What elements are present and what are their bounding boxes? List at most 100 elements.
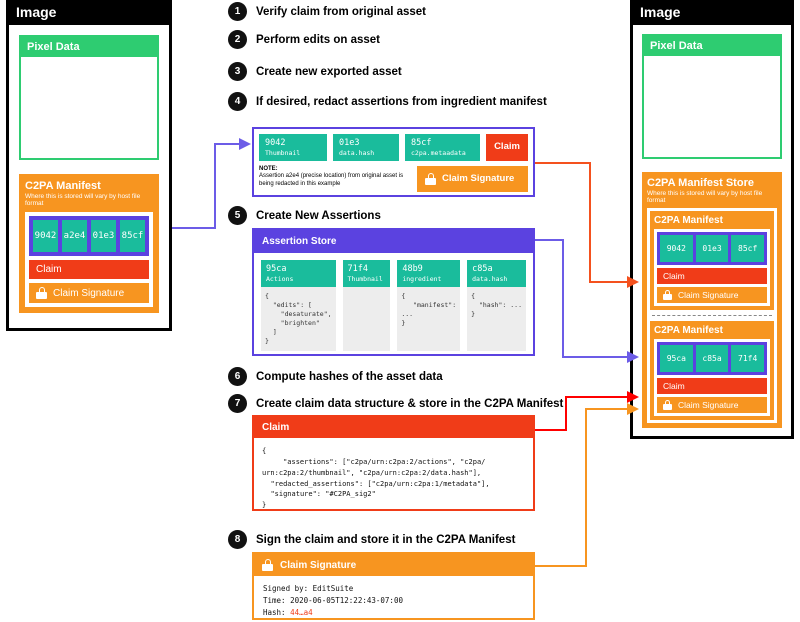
assertion-card-48b9: 48b9 ingredient { "manifest": ... } <box>397 260 461 352</box>
assertion-id: 48b9 <box>402 264 423 274</box>
right-manifest-2: C2PA Manifest 95ca c85a 71f4 Claim Claim… <box>650 321 774 420</box>
step-7: 7 Create claim data structure & store in… <box>228 394 563 413</box>
left-pixel-data-box: Pixel Data <box>19 35 159 160</box>
assertion-sub: Thumbnail <box>347 274 383 283</box>
signature-block-head: Claim Signature <box>254 554 533 576</box>
left-image-panel: Image Pixel Data C2PA Manifest Where thi… <box>6 0 172 331</box>
right-manifest-2-title: C2PA Manifest <box>654 325 723 336</box>
claim-block-title: Claim <box>254 417 533 438</box>
assertion-chip: 9042 <box>660 235 693 262</box>
right-pixel-data-area <box>644 56 780 156</box>
assertion-store-title: Assertion Store <box>254 230 533 253</box>
assertion-id: 71f4 <box>347 264 369 274</box>
step-4-label: If desired, redact assertions from ingre… <box>256 95 547 108</box>
assertion-store-block: Assertion Store 95ca Actions { "edits": … <box>252 228 535 356</box>
assertion-chip: 85cf <box>731 235 765 262</box>
step-6-number: 6 <box>228 367 247 386</box>
right-claim-signature-1: Claim Signature <box>657 287 767 303</box>
step-8-number: 8 <box>228 530 247 549</box>
right-signature-label-1: Claim Signature <box>678 290 739 300</box>
step-7-label: Create claim data structure & store in t… <box>256 397 564 410</box>
assertion-id: 85cf <box>411 138 432 148</box>
assertion-chip: 01e3 <box>91 220 116 252</box>
redacted-manifest-box: 9042 Thumbnail 01e3 data.hash 85cf c2pa.… <box>252 127 535 197</box>
note-body: Assertion a2e4 (precise location) from o… <box>259 172 404 187</box>
right-manifest-1-inner: 9042 01e3 85cf Claim Claim Signature <box>654 229 770 306</box>
left-c2pa-manifest: C2PA Manifest Where this is stored will … <box>19 174 159 313</box>
assertion-sub: data.hash <box>339 148 375 157</box>
manifest-store-title: C2PA Manifest Store <box>647 177 754 189</box>
assertion-sub: ingredient <box>402 274 442 283</box>
right-claim-bar-2: Claim <box>657 378 767 394</box>
claim-block-json: { "assertions": ["c2pa/urn:c2pa:2/action… <box>262 447 490 510</box>
step-1: 1 Verify claim from original asset <box>228 2 426 21</box>
right-assertion-store-1: 9042 01e3 85cf <box>657 232 767 265</box>
note-title: NOTE: <box>259 165 278 172</box>
assertion-card-head: c85a data.hash <box>467 260 526 287</box>
assertion-card-json: { "manifest": ... } <box>401 291 457 328</box>
assertion-card-95ca: 95ca Actions { "edits": [ "desaturate", … <box>261 260 336 352</box>
left-manifest-subtitle: Where this is stored will vary by host f… <box>25 193 141 207</box>
assertion-chip: 01e3 <box>695 235 729 262</box>
right-panel-body: Pixel Data C2PA Manifest Store Where thi… <box>630 25 794 439</box>
assertion-sub: data.hash <box>472 274 508 283</box>
right-claim-signature-2: Claim Signature <box>657 397 767 413</box>
step-8-label: Sign the claim and store it in the C2PA … <box>256 533 516 546</box>
step-1-number: 1 <box>228 2 247 21</box>
right-claim-bar-1: Claim <box>657 268 767 284</box>
step-4: 4 If desired, redact assertions from ing… <box>228 92 547 111</box>
assertion-card-json: { "edits": [ "desaturate", "brighten" ] … <box>265 291 332 346</box>
lock-icon <box>663 290 672 300</box>
right-manifest-2-inner: 95ca c85a 71f4 Claim Claim Signature <box>654 339 770 416</box>
assertion-chip: 85cf <box>120 220 145 252</box>
right-manifest-1: C2PA Manifest 9042 01e3 85cf Claim Claim… <box>650 211 774 310</box>
manifest-divider <box>652 315 772 316</box>
assertion-card-head: 48b9 ingredient <box>397 260 461 287</box>
assertion-chip: 71f4 <box>731 345 765 372</box>
redacted-claim-chip: Claim <box>486 134 528 161</box>
left-panel-title: Image <box>6 0 172 25</box>
assertion-chip: a2e4 <box>62 220 87 252</box>
step-2-number: 2 <box>228 30 247 49</box>
assertion-id: 9042 <box>265 138 286 148</box>
step-1-label: Verify claim from original asset <box>256 5 427 18</box>
redacted-signature-label: Claim Signature <box>442 173 515 185</box>
assertion-card-71f4: 71f4 Thumbnail <box>342 260 391 352</box>
left-assertion-store: 9042 a2e4 01e3 85cf <box>29 216 149 256</box>
assertion-id: 01e3 <box>339 138 360 148</box>
assertion-id: 95ca <box>266 264 287 274</box>
claim-data-block: Claim { "assertions": ["c2pa/urn:c2pa:2/… <box>252 415 535 511</box>
step-8: 8 Sign the claim and store it in the C2P… <box>228 530 515 549</box>
lock-icon <box>425 172 436 185</box>
left-claim-signature-bar: Claim Signature <box>29 283 149 303</box>
assertion-chip-9042: 9042 Thumbnail <box>259 134 327 161</box>
assertion-card-head: 71f4 Thumbnail <box>342 260 391 287</box>
right-pixel-data-label: Pixel Data <box>644 36 780 56</box>
lock-icon <box>262 559 273 571</box>
step-6-label: Compute hashes of the asset data <box>256 370 443 383</box>
left-manifest-title: C2PA Manifest <box>25 180 101 192</box>
assertion-card-json: { "hash": ... } <box>471 291 522 318</box>
step-7-number: 7 <box>228 394 247 413</box>
assertion-chip-01e3: 01e3 data.hash <box>333 134 399 161</box>
assertion-sub: c2pa.metaadata <box>411 148 466 157</box>
step-2: 2 Perform edits on asset <box>228 30 380 49</box>
left-panel-body: Pixel Data C2PA Manifest Where this is s… <box>6 25 172 331</box>
note-and-signature-row: NOTE: Assertion a2e4 (precise location) … <box>259 165 528 192</box>
left-pixel-data-area <box>21 57 157 157</box>
assertion-card-c85a: c85a data.hash { "hash": ... } <box>467 260 526 352</box>
right-manifest-1-title: C2PA Manifest <box>654 215 723 226</box>
hash-label: Hash: <box>263 608 291 617</box>
lock-icon <box>36 287 47 299</box>
redaction-note: NOTE: Assertion a2e4 (precise location) … <box>259 166 411 188</box>
claim-signature-block: Claim Signature Signed by: EditSuite Tim… <box>252 552 535 620</box>
assertion-chip-85cf: 85cf c2pa.metaadata <box>405 134 480 161</box>
assertion-card-head: 95ca Actions <box>261 260 336 287</box>
right-panel-title: Image <box>630 0 794 25</box>
step-6: 6 Compute hashes of the asset data <box>228 367 443 386</box>
left-pixel-data-label: Pixel Data <box>21 37 157 57</box>
signature-block-details: Signed by: EditSuite Time: 2020-06-05T12… <box>254 576 533 622</box>
time-line: Time: 2020-06-05T12:22:43-07:00 <box>263 596 403 605</box>
step-3-label: Create new exported asset <box>256 65 402 78</box>
signature-block-title: Claim Signature <box>280 559 357 571</box>
